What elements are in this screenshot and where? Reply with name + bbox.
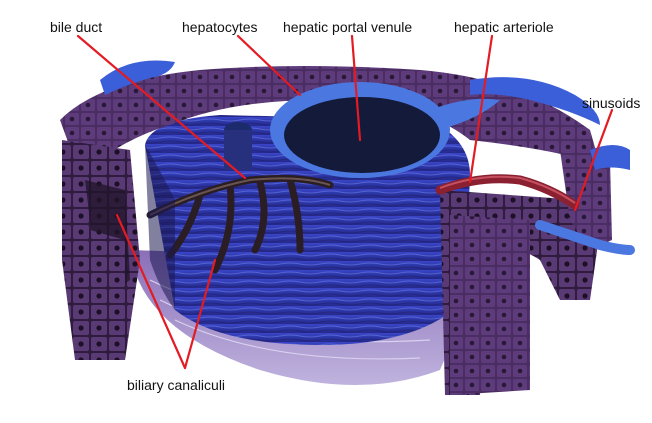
label-biliary-canaliculi: biliary canaliculi [127,377,225,393]
label-hepatic-arteriole: hepatic arteriole [454,19,554,35]
right-block-face [450,215,530,395]
venule-lumen [284,97,440,173]
label-sinusoids: sinusoids [582,95,640,111]
label-hepatic-portal-venule: hepatic portal venule [283,19,412,35]
sinusoid-right-vessel [590,145,630,170]
label-bile-duct: bile duct [50,19,102,35]
label-hepatocytes: hepatocytes [182,19,258,35]
